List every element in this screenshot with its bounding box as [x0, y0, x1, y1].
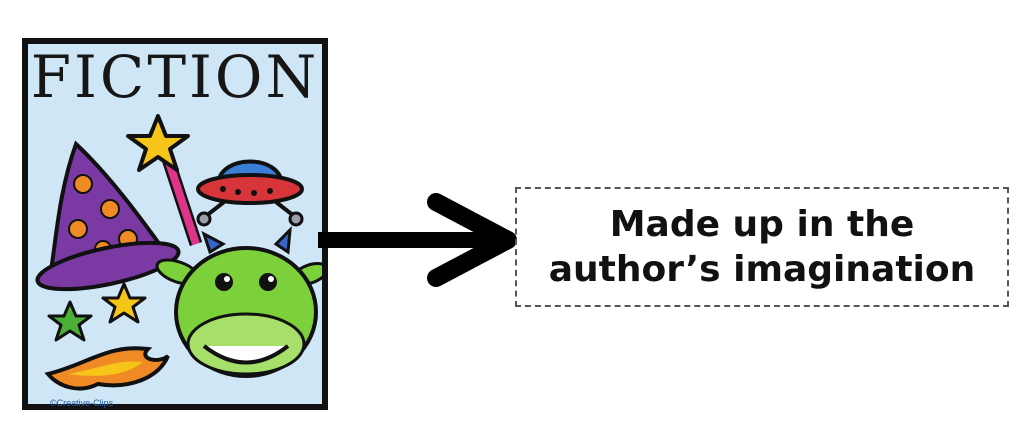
- dragon-face-icon: [155, 226, 322, 378]
- stars-icon: [47, 282, 147, 342]
- poster-title: FICTION: [30, 43, 320, 111]
- definition-box: Made up in the author’s imagination: [515, 187, 1009, 307]
- definition-line-2: author’s imagination: [548, 249, 976, 290]
- fireball-icon: [44, 346, 170, 391]
- right-arrow-icon: [318, 193, 517, 287]
- definition-text: Made up in the author’s imagination: [549, 202, 975, 292]
- fiction-poster: FICTION ©Creative-Clips: [22, 38, 328, 410]
- copyright-credit: ©Creative-Clips: [50, 398, 114, 408]
- definition-line-1: Made up in the: [609, 204, 915, 245]
- wizard-hat-icon: [35, 140, 181, 292]
- magic-wand-icon: [126, 114, 203, 247]
- ufo-icon: [196, 159, 304, 227]
- poster-illustration: [35, 114, 322, 391]
